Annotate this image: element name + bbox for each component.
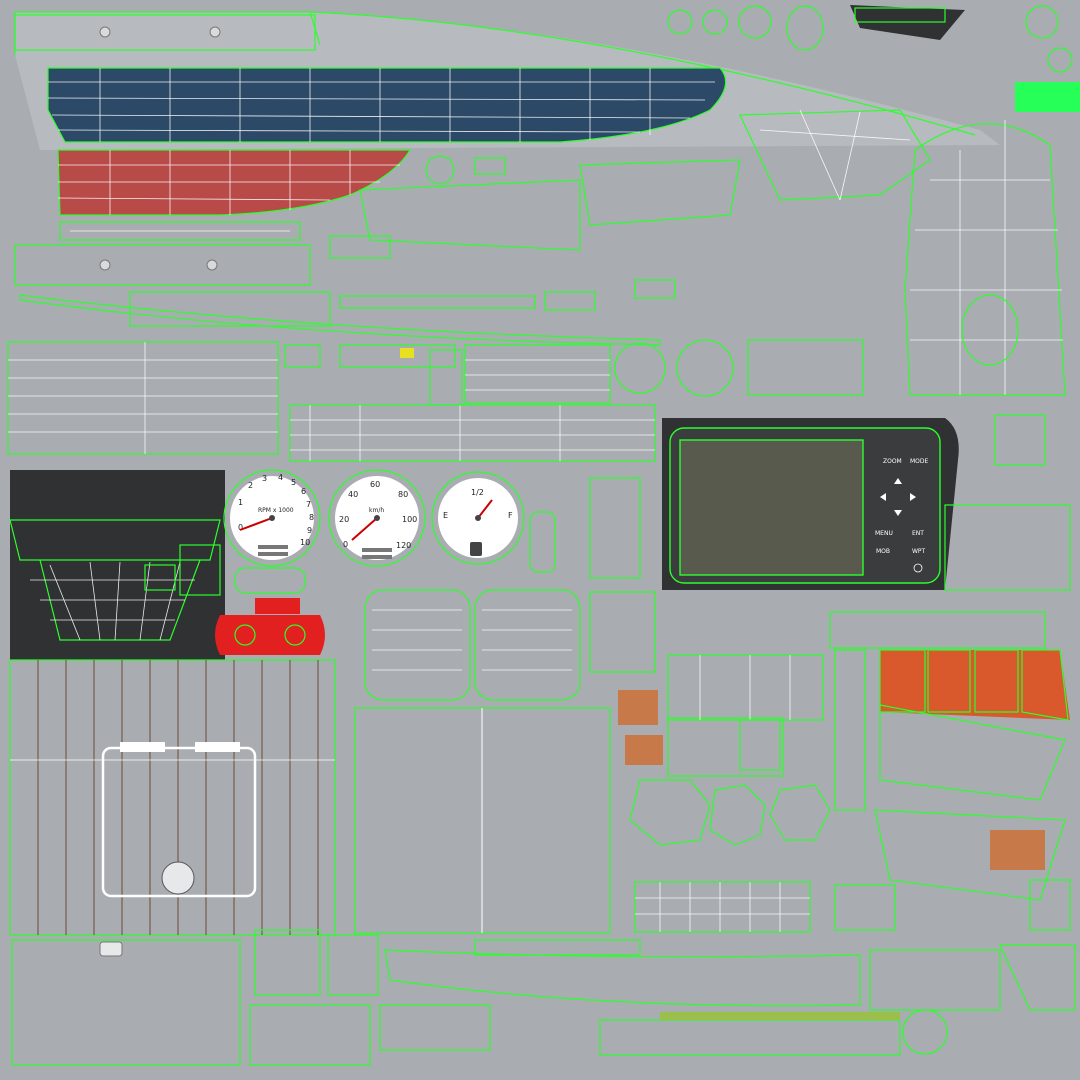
svg-text:0: 0 — [238, 523, 243, 532]
highlight-patch — [1015, 82, 1080, 112]
hull-blue-panel — [47, 67, 727, 143]
svg-text:E: E — [443, 511, 448, 520]
svg-text:7: 7 — [306, 500, 311, 509]
svg-text:5: 5 — [291, 478, 296, 487]
bottom-left-panel — [11, 929, 321, 1066]
grey-square-panel — [354, 707, 611, 934]
svg-text:10: 10 — [300, 538, 310, 547]
svg-text:8: 8 — [309, 513, 314, 522]
power-icon — [913, 563, 923, 573]
rpm-label: RPM x 1000 — [258, 507, 294, 514]
fuel-gauge: E 1/2 F — [431, 471, 525, 565]
mob-button-label: MOB — [876, 548, 890, 555]
hull-red-panel — [57, 149, 412, 216]
deck-center-shapes — [329, 109, 931, 259]
svg-text:1/2: 1/2 — [471, 488, 484, 497]
small-parts — [234, 344, 1071, 1066]
svg-text:4: 4 — [278, 473, 283, 482]
menu-button-label: MENU — [875, 530, 893, 537]
svg-text:60: 60 — [370, 480, 380, 489]
gps-unit: ZOOM MODE MENU ENT MOB WPT — [662, 418, 959, 590]
zoom-button-label: ZOOM — [883, 458, 902, 465]
svg-text:40: 40 — [348, 490, 358, 499]
right-triangles — [874, 704, 1066, 901]
gps-dpad — [880, 478, 916, 516]
orange-strip — [829, 611, 1070, 721]
svg-text:3: 3 — [262, 474, 267, 483]
ent-button-label: ENT — [912, 530, 924, 537]
dark-grid-panel — [634, 881, 811, 933]
svg-text:9: 9 — [307, 526, 312, 535]
blue-seat-cushions — [364, 589, 581, 701]
svg-text:120: 120 — [396, 541, 411, 550]
wpt-button-label: WPT — [912, 548, 926, 555]
rail-strip — [59, 221, 301, 241]
svg-text:6: 6 — [301, 487, 306, 496]
fittings-top-right — [667, 5, 1080, 112]
dashboard-dark-panels — [7, 341, 656, 462]
svg-text:F: F — [508, 511, 513, 520]
deck-drain-icon — [161, 861, 195, 895]
hull-right-piece — [904, 120, 1066, 396]
red-bracket — [215, 598, 325, 655]
octagon-parts — [629, 779, 831, 846]
svg-text:0: 0 — [343, 540, 348, 549]
bottom-strips — [379, 944, 1076, 1056]
hull-lower-strip — [14, 244, 661, 346]
svg-text:2: 2 — [248, 481, 253, 490]
fuel-pump-icon — [470, 542, 482, 556]
round-cap — [676, 339, 734, 397]
tachometer-gauge: 0 1 2 3 4 5 6 7 8 9 10 RPM x 1000 — [223, 469, 321, 567]
hatch-handle — [120, 742, 165, 752]
mode-button-label: MODE — [910, 458, 929, 465]
svg-text:20: 20 — [339, 515, 349, 524]
speedometer-gauge: 0 20 40 60 80 100 120 km/h — [328, 469, 426, 567]
round-cap — [614, 342, 666, 394]
wood-deck-panel — [9, 659, 336, 936]
gps-screen — [679, 439, 864, 576]
side-panel — [747, 339, 864, 396]
svg-text:80: 80 — [398, 490, 408, 499]
svg-text:1: 1 — [238, 498, 243, 507]
steering-console-cluster — [9, 470, 225, 660]
hatch-handle — [195, 742, 240, 752]
kmh-label: km/h — [369, 507, 384, 514]
round-cap — [902, 1009, 948, 1055]
olive-panels — [618, 654, 824, 777]
svg-text:100: 100 — [402, 515, 417, 524]
seat-strip — [129, 291, 331, 327]
